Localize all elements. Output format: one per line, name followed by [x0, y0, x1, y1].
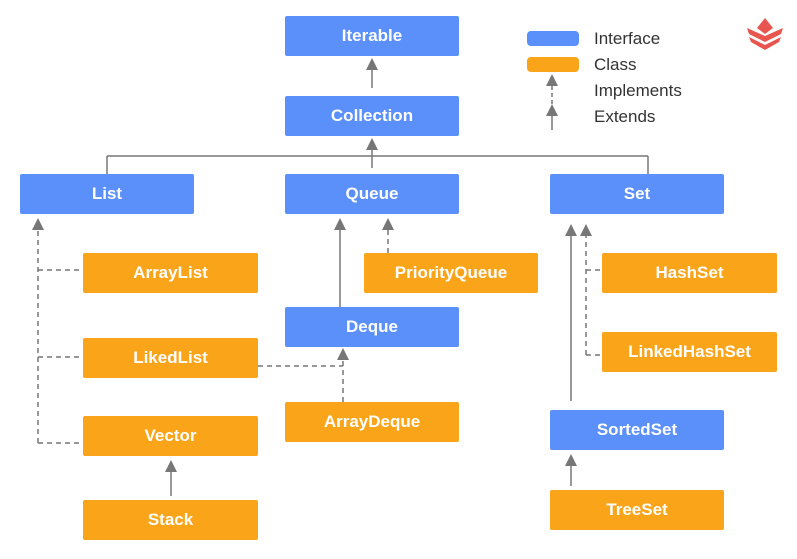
node-deque: Deque — [285, 307, 459, 347]
node-hashset: HashSet — [602, 253, 777, 293]
node-treeset: TreeSet — [550, 490, 724, 530]
node-iterable: Iterable — [285, 16, 459, 56]
node-collection: Collection — [285, 96, 459, 136]
node-set: Set — [550, 174, 724, 214]
legend-interface-swatch — [527, 31, 579, 46]
legend-class-label: Class — [594, 55, 637, 74]
node-list: List — [20, 174, 194, 214]
node-vector: Vector — [83, 416, 258, 456]
node-arraylist: ArrayList — [83, 253, 258, 293]
node-likedlist: LikedList — [83, 338, 258, 378]
node-priorityqueue: PriorityQueue — [364, 253, 538, 293]
logo-icon — [747, 18, 783, 50]
legend-extends-label: Extends — [594, 107, 656, 126]
legend-class-swatch — [527, 57, 579, 72]
node-linkedhashset: LinkedHashSet — [602, 332, 777, 372]
node-sortedset: SortedSet — [550, 410, 724, 450]
node-queue: Queue — [285, 174, 459, 214]
node-arraydeque: ArrayDeque — [285, 402, 459, 442]
node-stack: Stack — [83, 500, 258, 540]
legend-interface-label: Interface — [594, 29, 661, 48]
legend-implements-label: Implements — [594, 81, 682, 100]
